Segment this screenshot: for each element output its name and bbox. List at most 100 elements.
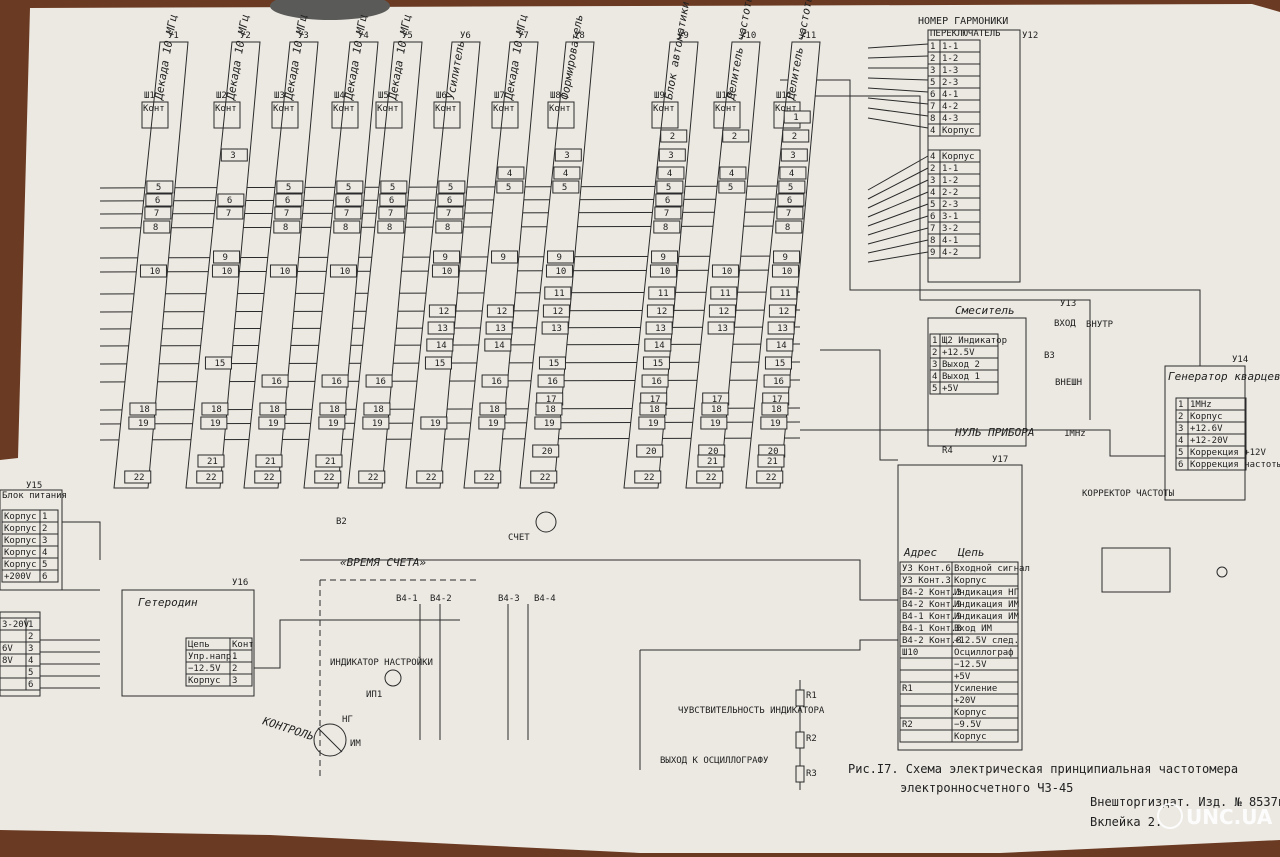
table-cell-text: Корпус — [954, 576, 987, 586]
module-connector: Ш6 — [436, 91, 447, 101]
table-cell-text: 7 — [930, 102, 935, 112]
module-pin-label: 18 — [489, 405, 500, 415]
table-cell-text: 5 — [930, 78, 935, 88]
lamp-symbol — [535, 511, 557, 533]
table-cell-text: Выход 1 — [942, 372, 980, 382]
table-cell-text: 3 — [42, 536, 47, 546]
module-pin-box — [658, 148, 686, 162]
module-id: У6 — [460, 31, 471, 41]
module-pin-box — [335, 193, 363, 207]
table-cell-text: 5 — [930, 200, 935, 210]
switch-b2: В2 — [336, 517, 347, 527]
module-pin-label: 15 — [652, 359, 663, 369]
table-cell-text: Коррекция частоты — [1190, 460, 1280, 470]
module-pin-box — [211, 264, 239, 278]
module-pin-label: 18 — [711, 405, 722, 415]
module-pin-box — [204, 356, 232, 370]
module-pin-label: 22 — [134, 473, 145, 483]
module-connector: Ш4 — [334, 91, 345, 101]
module-pin-label: 6 — [665, 196, 670, 206]
module-id: У5 — [402, 31, 413, 41]
module-pin-label: 9 — [443, 253, 448, 263]
module-pin-label: 10 — [221, 267, 232, 277]
module-pin-box — [638, 416, 666, 430]
module-id: У8 — [574, 31, 585, 41]
table-cell — [939, 245, 981, 259]
module-pin-label: 14 — [494, 341, 505, 351]
table-cell-text: 4 — [930, 152, 935, 162]
table-cell — [39, 569, 59, 583]
module-pin-box — [760, 416, 788, 430]
module-pin-box — [655, 193, 683, 207]
module-kont-box — [213, 101, 241, 129]
module-pin-box — [545, 264, 573, 278]
module-pin-label: 17 — [772, 395, 783, 405]
module-pin-box — [767, 321, 795, 335]
module-pin-box — [532, 444, 560, 458]
module-pin-box — [722, 129, 750, 143]
module-pin-box — [544, 286, 572, 300]
table-cell-text: 1 — [1178, 400, 1183, 410]
module-pin-label: 10 — [149, 267, 160, 277]
table-cell-text: 6V — [2, 644, 13, 654]
table-cell-text: Конт — [232, 640, 254, 650]
module-pin-box — [773, 250, 801, 264]
table-cell-text: Корпус — [954, 732, 987, 742]
module-pin-label: 12 — [438, 307, 449, 317]
module-pin-label: 7 — [446, 209, 451, 219]
table-cell-text: +12.5V — [942, 348, 975, 358]
module-pin-box — [496, 180, 524, 194]
module-pin-label: 5 — [448, 183, 453, 193]
module-pin-box — [378, 206, 406, 220]
table-cell-text: 2-3 — [942, 200, 958, 210]
module-pin-box — [552, 180, 580, 194]
null-label: НУЛЬ ПРИБОРА — [954, 426, 1034, 439]
module-pin-label: 22 — [324, 473, 335, 483]
table-cell-text: 5 — [932, 384, 937, 394]
caption-line-2: электронносчетного Ч3-45 — [900, 781, 1073, 795]
module-pin-box — [700, 416, 728, 430]
module-pin-box — [541, 321, 569, 335]
table-cell-text: 4-1 — [942, 236, 958, 246]
module-connector: Ш1 — [144, 91, 155, 101]
module-pin-box — [542, 304, 570, 318]
input-label: ВХОД — [1054, 319, 1076, 329]
module-pin-label: 20 — [646, 447, 657, 457]
table-cell-text: 1 — [232, 652, 237, 662]
table-cell-text: 2 — [42, 524, 47, 534]
module-pin-label: 17 — [650, 395, 661, 405]
module-pin-label: 8 — [663, 223, 668, 233]
module-kont-box — [331, 101, 359, 129]
module-pin-box — [497, 166, 525, 180]
corrector-label: КОРРЕКТОР ЧАСТОТЫ — [1082, 489, 1174, 499]
table-cell-text: 1-3 — [942, 66, 958, 76]
module-pin-label: 19 — [544, 419, 555, 429]
resistor-symbol — [795, 689, 805, 707]
module-pin-label: 18 — [139, 405, 150, 415]
switch-b4-2: В4-2 — [430, 594, 452, 604]
table-cell-text: 6 — [930, 90, 935, 100]
table-cell-text: Индикация ИМ — [954, 600, 1020, 610]
table-cell-text: У3 Конт.3 — [902, 576, 951, 586]
module-connector: Ш11 — [776, 91, 792, 101]
module-pin-box — [146, 180, 174, 194]
module-pin-label: 16 — [375, 377, 386, 387]
table-cell — [939, 381, 999, 395]
table-cell-text: 4 — [930, 126, 935, 136]
module-pin-label: 16 — [491, 377, 502, 387]
module-id: У3 — [298, 31, 309, 41]
table-cell-text: 6 — [42, 572, 47, 582]
table-cell-text: 5 — [28, 668, 33, 678]
module-pin-box — [764, 356, 792, 370]
module-pin-box — [486, 304, 514, 318]
resistor-symbol — [795, 731, 805, 749]
module-pin-box — [377, 220, 405, 234]
table-cell-text: Выход 2 — [942, 360, 980, 370]
module-pin-label: 12 — [778, 307, 789, 317]
module-pin-label: 14 — [436, 341, 447, 351]
module-id: У4 — [358, 31, 369, 41]
